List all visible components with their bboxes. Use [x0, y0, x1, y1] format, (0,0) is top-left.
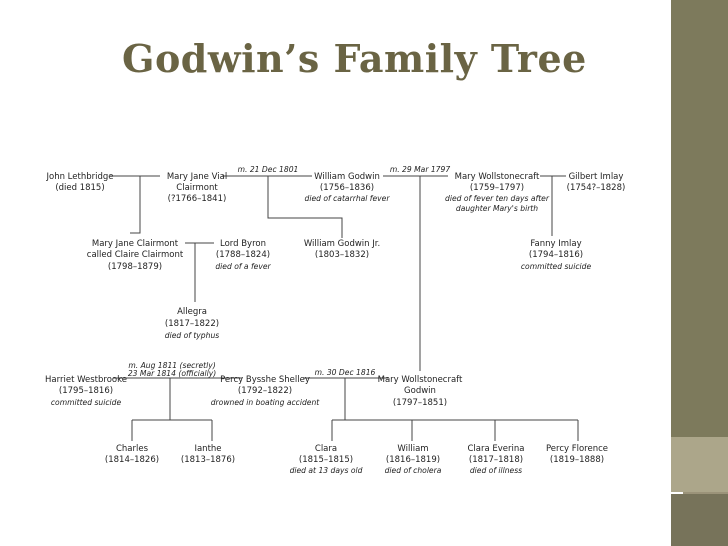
person-note: died of catarrhal fever: [305, 194, 391, 203]
person-harriet-westbrooke: Harriet Westbrooke (1795–1816) committed…: [45, 375, 127, 407]
person-ianthe: Ianthe (1813–1876): [181, 444, 235, 465]
person-mary-wollstonecraft-godwin: Mary Wollstonecraft Godwin (1797–1851): [378, 375, 463, 408]
person-name: William Godwin Jr.: [304, 239, 380, 249]
person-note: died of illness: [470, 466, 522, 475]
person-name: Charles: [116, 444, 149, 454]
person-name: Gilbert Imlay: [569, 172, 624, 182]
person-name: William Godwin: [314, 172, 380, 182]
person-william-godwin-jr: William Godwin Jr. (1803–1832): [304, 239, 380, 260]
person-note: died of cholera: [385, 466, 442, 475]
person-note: died of typhus: [165, 331, 219, 340]
person-dates: (1798–1879): [108, 262, 162, 272]
person-dates: (1759–1797): [470, 183, 524, 193]
link-to-claire: [130, 176, 141, 234]
person-name: Harriet Westbrooke: [45, 375, 127, 385]
person-gilbert-imlay: Gilbert Imlay (1754?–1828): [567, 172, 626, 193]
person-name: Fanny Imlay: [530, 239, 581, 249]
person-dates: (1819–1888): [550, 455, 604, 465]
marriage-label-godwin-wollstonecraft: m. 29 Mar 1797: [390, 165, 451, 174]
person-name: Ianthe: [194, 444, 221, 454]
person-name: Mary Wollstonecraft: [378, 375, 463, 385]
link-to-williamjr: [267, 176, 343, 238]
person-dates: (1792–1822): [238, 386, 292, 396]
person-name: Allegra: [177, 307, 207, 317]
person-dates: (1816–1819): [386, 455, 440, 465]
right-decor-block-middle: [671, 437, 728, 492]
person-clara-everina: Clara Everina (1817–1818) died of illnes…: [468, 444, 525, 475]
person-dates: (1803–1832): [315, 250, 369, 260]
person-john-lethbridge: John Lethbridge (died 1815): [46, 172, 114, 193]
tree-connectors: [110, 175, 579, 441]
person-note: died at 13 days old: [290, 466, 363, 475]
person-dates: (1756–1836): [320, 183, 374, 193]
person-name: Percy Florence: [546, 444, 608, 454]
person-percy-bysshe-shelley: Percy Bysshe Shelley (1792–1822) drowned…: [211, 375, 321, 407]
person-name: William: [397, 444, 428, 454]
person-name: Clara Everina: [468, 444, 525, 454]
person-name-2: called Claire Clairmont: [87, 250, 184, 260]
person-percy-florence: Percy Florence (1819–1888): [546, 444, 608, 465]
person-william-godwin: William Godwin (1756–1836) died of catar…: [305, 172, 391, 203]
right-decor-block-top: [671, 0, 728, 437]
person-note: died of a fever: [215, 262, 271, 271]
marriage-label-shelley-westbrooke-1: m. Aug 1811 (secretly): [128, 361, 215, 370]
person-dates: (1817–1818): [469, 455, 523, 465]
person-mary-wollstonecraft: Mary Wollstonecraft (1759–1797) died of …: [445, 172, 550, 213]
person-lord-byron: Lord Byron (1788–1824) died of a fever: [215, 239, 271, 271]
person-name-2: Clairmont: [176, 183, 218, 193]
person-name: Mary Jane Clairmont: [92, 239, 179, 249]
person-name: Percy Bysshe Shelley: [220, 375, 310, 385]
person-name: Mary Jane Vial: [167, 172, 227, 182]
person-mary-jane-vial-clairmont: Mary Jane Vial Clairmont (?1766–1841): [167, 172, 227, 204]
person-allegra: Allegra (1817–1822) died of typhus: [165, 307, 219, 340]
person-dates: (1794–1816): [529, 250, 583, 260]
person-dates: (1795–1816): [59, 386, 113, 396]
person-claire-clairmont: Mary Jane Clairmont called Claire Clairm…: [87, 239, 184, 272]
marriage-label-shelley-godwin: m. 30 Dec 1816: [315, 368, 376, 377]
person-note-2: daughter Mary's birth: [456, 204, 538, 213]
person-dates: (1815–1815): [299, 455, 353, 465]
person-note: committed suicide: [51, 398, 122, 407]
person-clara: Clara (1815–1815) died at 13 days old: [290, 444, 363, 475]
person-name: John Lethbridge: [46, 172, 114, 182]
slide-title: Godwin’s Family Tree: [122, 36, 587, 81]
person-name: Mary Wollstonecraft: [455, 172, 540, 182]
person-fanny-imlay: Fanny Imlay (1794–1816) committed suicid…: [521, 239, 592, 271]
person-name-2: Godwin: [404, 386, 436, 396]
person-dates: (1788–1824): [216, 250, 270, 260]
person-dates: (1797–1851): [393, 398, 447, 408]
person-dates: (1817–1822): [165, 319, 219, 329]
person-william-shelley: William (1816–1819) died of cholera: [385, 444, 442, 475]
marriage-label-shelley-westbrooke-2: 23 Mar 1814 (officially): [128, 369, 216, 378]
person-name: Lord Byron: [220, 239, 266, 249]
person-note: drowned in boating accident: [211, 398, 321, 407]
person-dates: (1814–1826): [105, 455, 159, 465]
person-charles: Charles (1814–1826): [105, 444, 159, 465]
right-decor-block-bottom: [671, 494, 728, 546]
person-dates: (1813–1876): [181, 455, 235, 465]
person-note: died of fever ten days after: [445, 194, 550, 203]
person-note: committed suicide: [521, 262, 592, 271]
person-dates: (1754?–1828): [567, 183, 626, 193]
person-dates: (?1766–1841): [168, 194, 227, 204]
person-name: Clara: [315, 444, 337, 454]
marriage-label-godwin-clairmont: m. 21 Dec 1801: [238, 165, 299, 174]
person-dates: (died 1815): [55, 183, 104, 193]
